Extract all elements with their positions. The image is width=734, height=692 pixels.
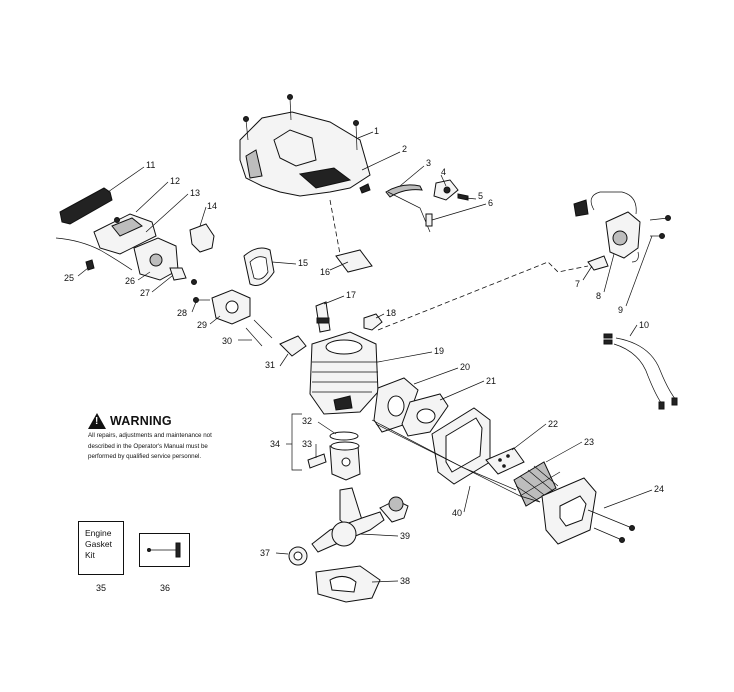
callout-35: 35 <box>96 583 106 593</box>
tool-icon <box>147 542 181 558</box>
callout-36: 36 <box>160 583 170 593</box>
callout-38: 38 <box>400 576 410 586</box>
ignition-module <box>573 191 671 271</box>
callout-21: 21 <box>486 376 496 386</box>
warning-line: All repairs, adjustments and maintenance… <box>88 432 212 439</box>
callout-39: 39 <box>400 531 410 541</box>
intake-adapter <box>191 279 307 357</box>
warning-text: All repairs, adjustments and maintenance… <box>88 431 248 463</box>
callout-30: 30 <box>222 336 232 346</box>
kit-line: Kit <box>85 550 95 560</box>
intake-gasket <box>243 199 373 286</box>
callout-37: 37 <box>260 548 270 558</box>
callout-8: 8 <box>596 291 601 301</box>
callout-33: 33 <box>302 439 312 449</box>
callout-19: 19 <box>434 346 444 356</box>
warning-notice: ! WARNING All repairs, adjustments and m… <box>88 413 248 463</box>
callout-31: 31 <box>265 360 275 370</box>
callout-27: 27 <box>140 288 150 298</box>
wire-harness <box>603 333 678 410</box>
leader-lines <box>77 131 653 583</box>
callout-16: 16 <box>320 267 330 277</box>
callout-2: 2 <box>402 144 407 154</box>
callout-28: 28 <box>177 308 187 318</box>
callout-25: 25 <box>64 273 74 283</box>
kit-line: Gasket <box>85 539 112 549</box>
warning-line: performed by qualified service personnel… <box>88 453 202 460</box>
callout-10: 10 <box>639 320 649 330</box>
warning-line: described in the Operator's Manual must … <box>88 442 208 450</box>
muffler <box>431 407 635 545</box>
callout-32: 32 <box>302 416 312 426</box>
callout-1: 1 <box>374 126 379 136</box>
callout-4: 4 <box>441 167 446 177</box>
callout-29: 29 <box>197 320 207 330</box>
kit-line: Engine <box>85 528 112 538</box>
callout-17: 17 <box>346 290 356 300</box>
callout-9: 9 <box>618 305 623 315</box>
crankshaft <box>288 487 409 603</box>
top-cover <box>239 94 371 197</box>
callout-15: 15 <box>298 258 308 268</box>
callout-6: 6 <box>488 198 493 208</box>
callout-34: 34 <box>270 439 280 449</box>
tool-box <box>139 533 190 567</box>
callout-12: 12 <box>170 176 180 186</box>
callout-24: 24 <box>654 484 664 494</box>
callout-18: 18 <box>386 308 396 318</box>
callout-20: 20 <box>460 362 470 372</box>
callout-7: 7 <box>575 279 580 289</box>
fuel-line-group <box>385 179 469 233</box>
callout-13: 13 <box>190 188 200 198</box>
cylinder <box>309 331 449 437</box>
warning-triangle-icon: ! <box>88 413 106 429</box>
callout-labels: 1 2 3 4 5 6 7 8 9 10 11 12 13 14 15 16 1… <box>64 126 664 593</box>
assembly-outline <box>371 261 589 503</box>
callout-26: 26 <box>125 276 135 286</box>
callout-11: 11 <box>146 160 155 170</box>
warning-title: WARNING <box>110 414 172 428</box>
callout-3: 3 <box>426 158 431 168</box>
air-filter-group <box>55 187 215 281</box>
callout-40: 40 <box>452 508 462 518</box>
callout-14: 14 <box>207 201 217 211</box>
callout-23: 23 <box>584 437 594 447</box>
callout-22: 22 <box>548 419 558 429</box>
spark-plug <box>315 301 383 333</box>
warning-heading: ! WARNING <box>88 413 248 429</box>
callout-5: 5 <box>478 191 483 201</box>
engine-gasket-kit-box: Engine Gasket Kit <box>78 521 124 575</box>
piston <box>291 413 361 481</box>
